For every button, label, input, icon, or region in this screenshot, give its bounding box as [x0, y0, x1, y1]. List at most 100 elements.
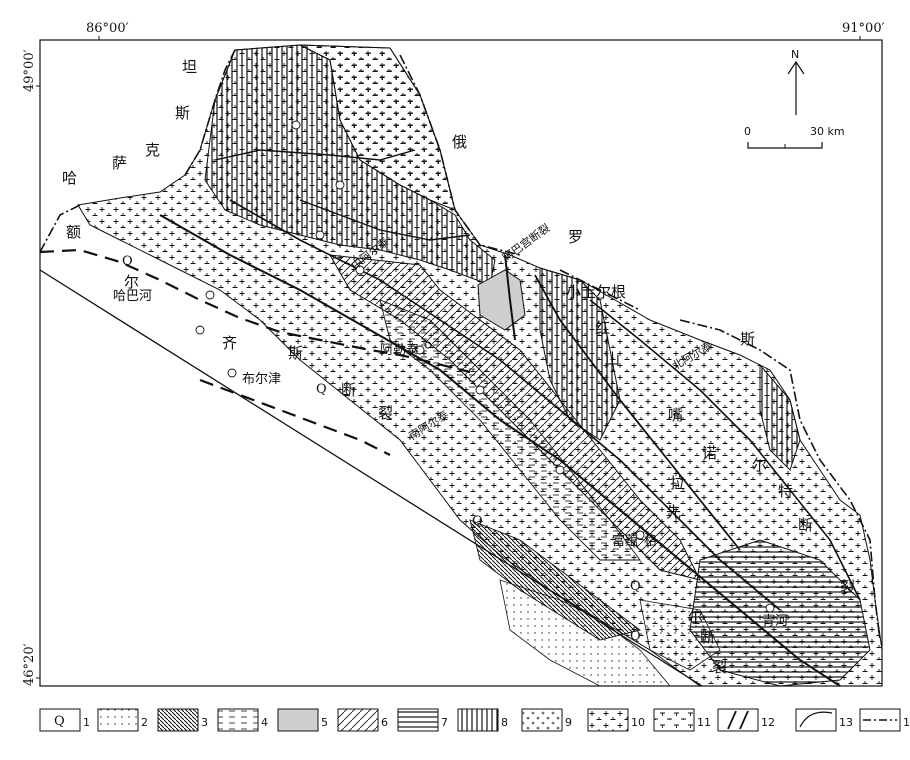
- legend-swatch-11: [653, 708, 695, 732]
- unit2-dots-south: [499, 579, 671, 687]
- unit8-block-east: [539, 267, 621, 441]
- legend-number-10: 10: [631, 716, 645, 729]
- legend-number-8: 8: [501, 716, 508, 729]
- town-qinghe: 青河: [762, 614, 788, 629]
- label-luo: 罗: [568, 228, 583, 246]
- nuoerte-fault-line: [589, 299, 861, 601]
- legend-swatch-4: [217, 708, 259, 732]
- erqis-fault-line: [159, 214, 841, 687]
- talate-char-2: 先: [666, 503, 681, 521]
- label-sa: 萨: [112, 154, 127, 172]
- q-label-5: Q: [630, 629, 641, 644]
- legend: Q1 2 3 45 6 7 8 9 10 11 12 13 14: [39, 708, 910, 732]
- legend-item-12: 12: [717, 708, 775, 732]
- erqis-char-6: 裂: [378, 404, 393, 422]
- hsz-char-3: 嘴: [668, 406, 683, 424]
- north-arrow: N: [787, 48, 805, 115]
- q-label-2: Q: [316, 382, 327, 397]
- legend-item-3: 3: [157, 708, 208, 732]
- hsz-char-2: 山: [605, 350, 620, 368]
- hsz-char-4: 诺: [702, 444, 717, 462]
- hongshanzui-fault-line: [534, 274, 741, 551]
- legend-number-4: 4: [261, 716, 268, 729]
- legend-item-6: 6: [337, 708, 388, 732]
- town-aletai: 阿勒泰: [380, 343, 419, 358]
- buerjin-fault-buried: [199, 378, 391, 456]
- legend-number-7: 7: [441, 716, 448, 729]
- legend-item-11: 11: [653, 708, 711, 732]
- legend-item-9: 9: [521, 708, 572, 732]
- erqis-char-3: 齐: [222, 334, 237, 352]
- legend-item-8: 8: [457, 708, 508, 732]
- town-haba-he: 哈巴河: [113, 289, 152, 304]
- town-fuyun: 富蕴: [612, 533, 638, 549]
- legend-swatch-2: [97, 708, 139, 732]
- label-ha: 哈: [62, 169, 77, 187]
- erqis-char-5: 断: [341, 381, 356, 399]
- label-si: 斯: [175, 104, 190, 122]
- lon-label-left: 86°00′: [86, 21, 129, 36]
- legend-item-7: 7: [397, 708, 448, 732]
- fuyun-fault-char-3: 裂: [712, 658, 727, 676]
- label-e: 俄: [452, 133, 467, 151]
- label-ke: 克: [145, 141, 160, 159]
- unit2-dots-southeast: [639, 599, 721, 671]
- scale-bar: 0 30 km: [744, 125, 845, 149]
- town-buerjin: 布尔津: [242, 372, 281, 387]
- legend-item-5: 5: [277, 708, 328, 732]
- erqis-char-2: 尔: [124, 273, 139, 291]
- fault-line-2: [229, 199, 781, 611]
- fuyun-fault-char-1: 尔: [688, 608, 703, 626]
- legend-symbol-12: [727, 710, 749, 730]
- legend-item-10: 10: [587, 708, 645, 732]
- legend-number-13: 13: [839, 716, 853, 729]
- legend-item-13: 13: [795, 708, 853, 732]
- legend-number-12: 12: [761, 716, 775, 729]
- erqis-char-1: 额: [66, 223, 81, 241]
- legend-number-6: 6: [381, 716, 388, 729]
- q-label-3: Q: [472, 514, 483, 529]
- label-tan: 坦: [182, 58, 197, 76]
- legend-symbol-13: [799, 711, 833, 728]
- legend-number-14: 14: [903, 716, 910, 729]
- town-aletai-marker: [424, 341, 432, 349]
- legend-number-11: 11: [697, 716, 711, 729]
- lat-label-top: 49°00′: [22, 49, 37, 92]
- place-xiao-shi-er-gen: 小土尔根: [566, 283, 626, 301]
- hsz-char-1: 红: [595, 319, 610, 337]
- label-si2: 斯: [740, 330, 755, 348]
- scale-end: 30 km: [810, 125, 845, 138]
- hsz-char-7: 断: [798, 516, 813, 534]
- unit11-area-north: [299, 44, 456, 211]
- legend-number-2: 2: [141, 716, 148, 729]
- unit8-block-far-east: [759, 363, 801, 471]
- lon-label-right: 91°00′: [842, 21, 885, 36]
- legend-swatch-9: [521, 708, 563, 732]
- legend-number-9: 9: [565, 716, 572, 729]
- legend-swatch-1: [39, 708, 81, 732]
- fuyun-fault-char-2: 断: [700, 628, 715, 646]
- northern-boundary-line: [214, 149, 416, 161]
- legend-item-14: 14: [859, 708, 910, 732]
- legend-item-2: 2: [97, 708, 148, 732]
- legend-number-3: 3: [201, 716, 208, 729]
- legend-swatch-8: [457, 708, 499, 732]
- legend-swatch-7: [397, 708, 439, 732]
- lat-label-bottom: 46°20′: [22, 643, 37, 686]
- national-border: [39, 49, 881, 641]
- legend-swatch-10: [587, 708, 629, 732]
- talate-char-3: 格: [644, 533, 657, 549]
- legend-number-1: 1: [83, 716, 90, 729]
- q-label-4: Q: [630, 579, 641, 594]
- hsz-char-6: 特: [778, 482, 793, 500]
- ababa-gong-fault-line: [504, 254, 516, 341]
- talate-char-1: 拉: [670, 474, 685, 492]
- legend-swatch-6: [337, 708, 379, 732]
- scale-start: 0: [744, 125, 751, 138]
- intrusion-symbols: [195, 120, 775, 613]
- northern-boundary-line-2: [299, 199, 471, 241]
- north-arrow-label: N: [791, 48, 799, 61]
- erqis-fault-buried: [39, 248, 471, 374]
